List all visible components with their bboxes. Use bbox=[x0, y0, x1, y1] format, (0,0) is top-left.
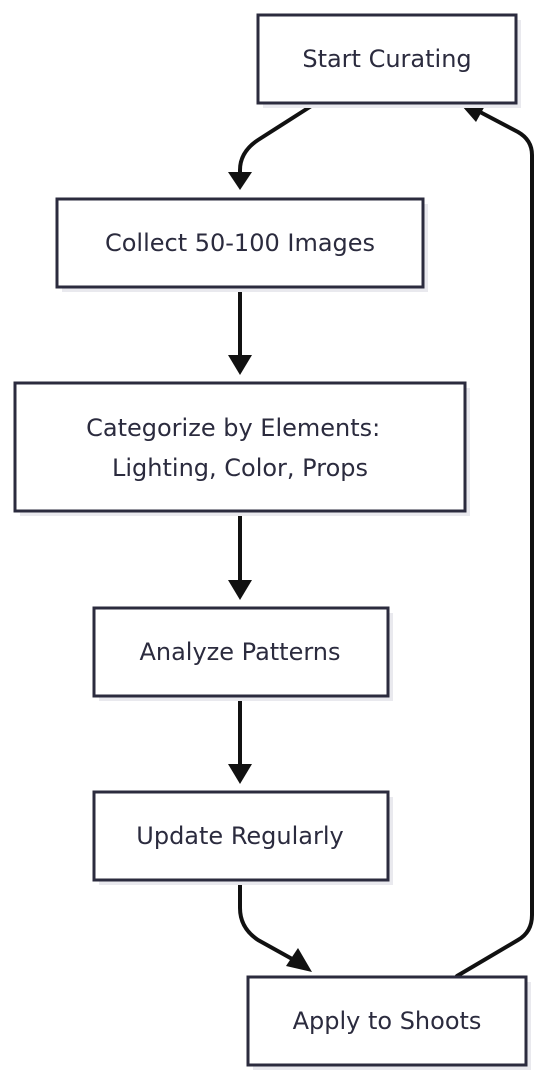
edge-start-to-collect bbox=[228, 101, 318, 190]
svg-text:Apply to Shoots: Apply to Shoots bbox=[293, 1007, 482, 1035]
node-apply-box bbox=[246, 975, 528, 1067]
node-categorize-box bbox=[13, 381, 467, 513]
node-apply: Apply to Shoots bbox=[246, 975, 531, 1070]
node-update-box bbox=[92, 790, 390, 882]
node-update-label: Update Regularly bbox=[136, 822, 343, 850]
node-collect-label: Collect 50-100 Images bbox=[105, 229, 375, 257]
node-apply-label: Apply to Shoots bbox=[293, 1007, 482, 1035]
node-analyze: Analyze Patterns bbox=[92, 606, 393, 701]
node-update: Update Regularly bbox=[92, 790, 393, 885]
node-start: Start Curating bbox=[256, 13, 521, 108]
node-start-box bbox=[256, 13, 518, 105]
edge-apply-to-start bbox=[455, 104, 534, 978]
node-start-label: Start Curating bbox=[302, 45, 471, 73]
node-collect-box bbox=[55, 197, 425, 289]
node-categorize: Categorize by Elements: Lighting, Color,… bbox=[13, 381, 470, 516]
edge-update-to-apply bbox=[238, 878, 312, 972]
node-analyze-label: Analyze Patterns bbox=[139, 638, 340, 666]
svg-text:Collect 50-100 Images: Collect 50-100 Images bbox=[105, 229, 375, 257]
svg-text:Update Regularly: Update Regularly bbox=[136, 822, 343, 850]
svg-text:Categorize by Elements:: Categorize by Elements: Lighting, Color,… bbox=[86, 414, 388, 482]
node-categorize-label-line2: Lighting, Color, Props bbox=[112, 454, 368, 482]
edge-analyze-to-update bbox=[228, 694, 252, 784]
svg-text:Analyze Patterns: Analyze Patterns bbox=[139, 638, 340, 666]
node-categorize-label-line1: Categorize by Elements: bbox=[86, 414, 380, 442]
edge-collect-to-categorize bbox=[228, 286, 252, 375]
svg-text:Start Curating: Start Curating bbox=[302, 45, 471, 73]
edges bbox=[228, 101, 534, 978]
node-analyze-box bbox=[92, 606, 390, 698]
edge-categorize-to-analyze bbox=[228, 510, 252, 600]
node-collect: Collect 50-100 Images bbox=[55, 197, 428, 292]
